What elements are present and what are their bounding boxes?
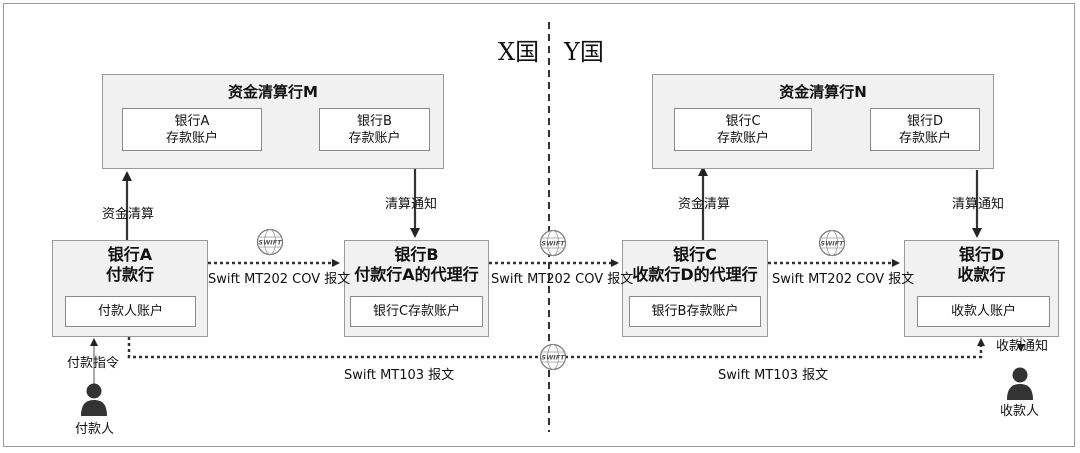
swift-logo-text: SWIFT [541, 354, 565, 362]
clearing-bank-m-title: 资金清算行M [228, 83, 318, 101]
payer-account-box: 付款人账户 [65, 296, 196, 327]
clearing-bank-n-title: 资金清算行N [779, 83, 867, 101]
account-b-box: 银行B 存款账户 [319, 108, 430, 151]
account-c-bank: 银行C [725, 113, 761, 129]
bank-b-deposit-account-box: 银行B存款账户 [629, 296, 761, 327]
bank-b-deposit-account-label: 银行B存款账户 [651, 304, 739, 319]
account-c-type: 存款账户 [716, 130, 769, 146]
clearing-notice-label-d: 清算通知 [952, 197, 1005, 212]
fund-clearing-label-c: 资金清算 [678, 197, 731, 212]
payer-account-label: 付款人账户 [97, 304, 163, 319]
account-a-box: 银行A 存款账户 [122, 108, 262, 151]
payee-account-label: 收款人账户 [950, 304, 1016, 319]
mt202-label-cd: Swift MT202 COV 报文 [772, 272, 915, 287]
country-y-label: Y国 [564, 38, 604, 66]
fund-clearing-label-a: 资金清算 [102, 207, 155, 222]
account-c-box: 银行C 存款账户 [674, 108, 812, 151]
swift-logo-text: SWIFT [258, 239, 282, 247]
payer-person-icon [81, 383, 107, 416]
payment-instruction-label: 付款指令 [67, 356, 120, 371]
bank-d-role: 收款行 [957, 265, 1006, 284]
mt103-label-left: Swift MT103 报文 [344, 368, 455, 383]
bank-c-deposit-account-label: 银行C存款账户 [372, 304, 461, 319]
clearing-notice-label-b: 清算通知 [385, 197, 438, 212]
account-a-type: 存款账户 [165, 130, 218, 146]
swift-globe-icon: SWIFT [818, 229, 846, 257]
bank-a-name: 银行A [107, 245, 153, 264]
mt103-label-right: Swift MT103 报文 [718, 368, 829, 383]
bank-b-box: 银行B 付款行A的代理行 银行C存款账户 [344, 240, 489, 337]
payee-account-box: 收款人账户 [917, 296, 1050, 327]
mt202-label-ab: Swift MT202 COV 报文 [208, 272, 351, 287]
bank-b-name: 银行B [394, 245, 439, 264]
country-x-label: X国 [498, 38, 540, 66]
bank-a-box: 银行A 付款行 付款人账户 [52, 240, 208, 337]
swift-globe-icon: SWIFT [256, 228, 284, 256]
account-d-type: 存款账户 [898, 130, 951, 146]
bank-c-deposit-account-box: 银行C存款账户 [350, 296, 483, 327]
payment-notice-label: 收款通知 [996, 339, 1049, 354]
mt202-label-bc: Swift MT202 COV 报文 [491, 272, 634, 287]
bank-c-box: 银行C 收款行D的代理行 银行B存款账户 [622, 240, 768, 337]
payer-label: 付款人 [75, 422, 115, 437]
bank-a-role: 付款行 [105, 265, 154, 284]
bank-c-role: 收款行D的代理行 [632, 265, 758, 284]
swift-logo-text: SWIFT [541, 240, 565, 248]
account-a-bank: 银行A [174, 113, 210, 129]
account-b-type: 存款账户 [348, 130, 401, 146]
diagram-frame [3, 3, 1075, 447]
bank-d-box: 银行D 收款行 收款人账户 [904, 240, 1059, 337]
clearing-bank-n: 资金清算行N 银行C 存款账户 银行D 存款账户 [652, 74, 994, 169]
payee-person-icon [1007, 367, 1033, 400]
bank-d-name: 银行D [958, 245, 1005, 264]
swift-globe-icon: SWIFT [539, 343, 567, 371]
account-d-bank: 银行D [906, 113, 943, 129]
account-b-bank: 银行B [357, 113, 392, 129]
bank-b-role: 付款行A的代理行 [354, 265, 479, 284]
swift-globe-icon: SWIFT [539, 229, 567, 257]
bank-c-name: 银行C [673, 245, 717, 264]
account-d-box: 银行D 存款账户 [870, 108, 980, 151]
clearing-bank-m: 资金清算行M 银行A 存款账户 银行B 存款账户 [102, 74, 444, 169]
payee-label: 收款人 [1000, 404, 1040, 419]
swift-logo-text: SWIFT [820, 240, 844, 248]
